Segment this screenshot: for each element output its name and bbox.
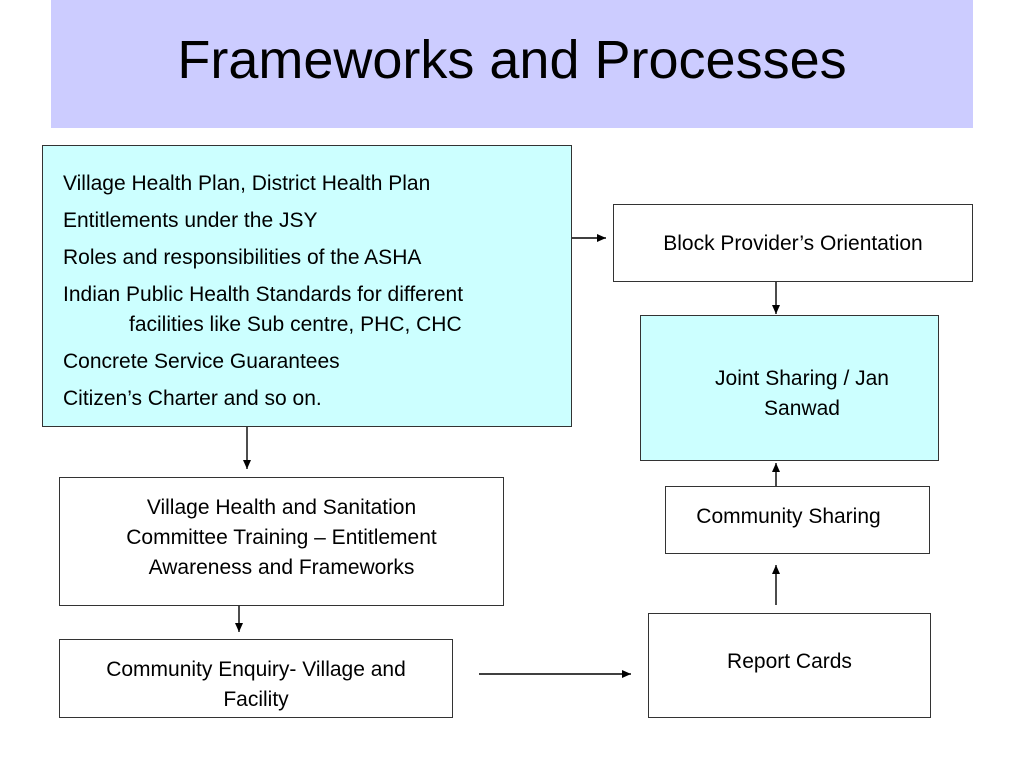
topic-item: Roles and responsibilities of the ASHA xyxy=(63,246,422,269)
joint-sharing-line: Sanwad xyxy=(764,397,840,420)
topic-item: Concrete Service Guarantees xyxy=(63,350,340,373)
community-sharing-label: Community Sharing xyxy=(696,505,881,528)
community-enquiry-box: Community Enquiry- Village and Facility xyxy=(59,639,453,718)
topic-item: Entitlements under the JSY xyxy=(63,209,318,232)
block-orientation-label: Block Provider’s Orientation xyxy=(663,232,923,255)
topic-item: Citizen’s Charter and so on. xyxy=(63,387,322,410)
slide-title: Frameworks and Processes xyxy=(177,30,847,90)
vhsc-line: Village Health and Sanitation xyxy=(146,496,417,519)
topic-item: Indian Public Health Standards for diffe… xyxy=(63,283,464,306)
report-cards-box: Report Cards xyxy=(648,613,931,718)
vhsc-line: Awareness and Frameworks xyxy=(148,556,415,579)
report-cards-label: Report Cards xyxy=(727,650,852,673)
topics-box: Village Health Plan, District Health Pla… xyxy=(42,145,572,427)
enquiry-line: Facility xyxy=(223,688,289,711)
topic-item: Village Health Plan, District Health Pla… xyxy=(63,172,431,195)
block-orientation-box: Block Provider’s Orientation xyxy=(613,204,973,282)
vhsc-training-box: Village Health and Sanitation Committee … xyxy=(59,477,504,606)
community-sharing-box: Community Sharing xyxy=(665,486,930,554)
joint-sharing-line: Joint Sharing / Jan xyxy=(715,367,889,390)
topic-item-continuation: facilities like Sub centre, PHC, CHC xyxy=(129,313,462,336)
topic-item-multiline: Indian Public Health Standards for diffe… xyxy=(63,280,571,340)
joint-sharing-box: Joint Sharing / Jan Sanwad xyxy=(640,315,939,461)
vhsc-line: Committee Training – Entitlement xyxy=(126,526,437,549)
enquiry-line: Community Enquiry- Village and xyxy=(106,658,406,681)
title-banner: Frameworks and Processes xyxy=(51,0,973,128)
